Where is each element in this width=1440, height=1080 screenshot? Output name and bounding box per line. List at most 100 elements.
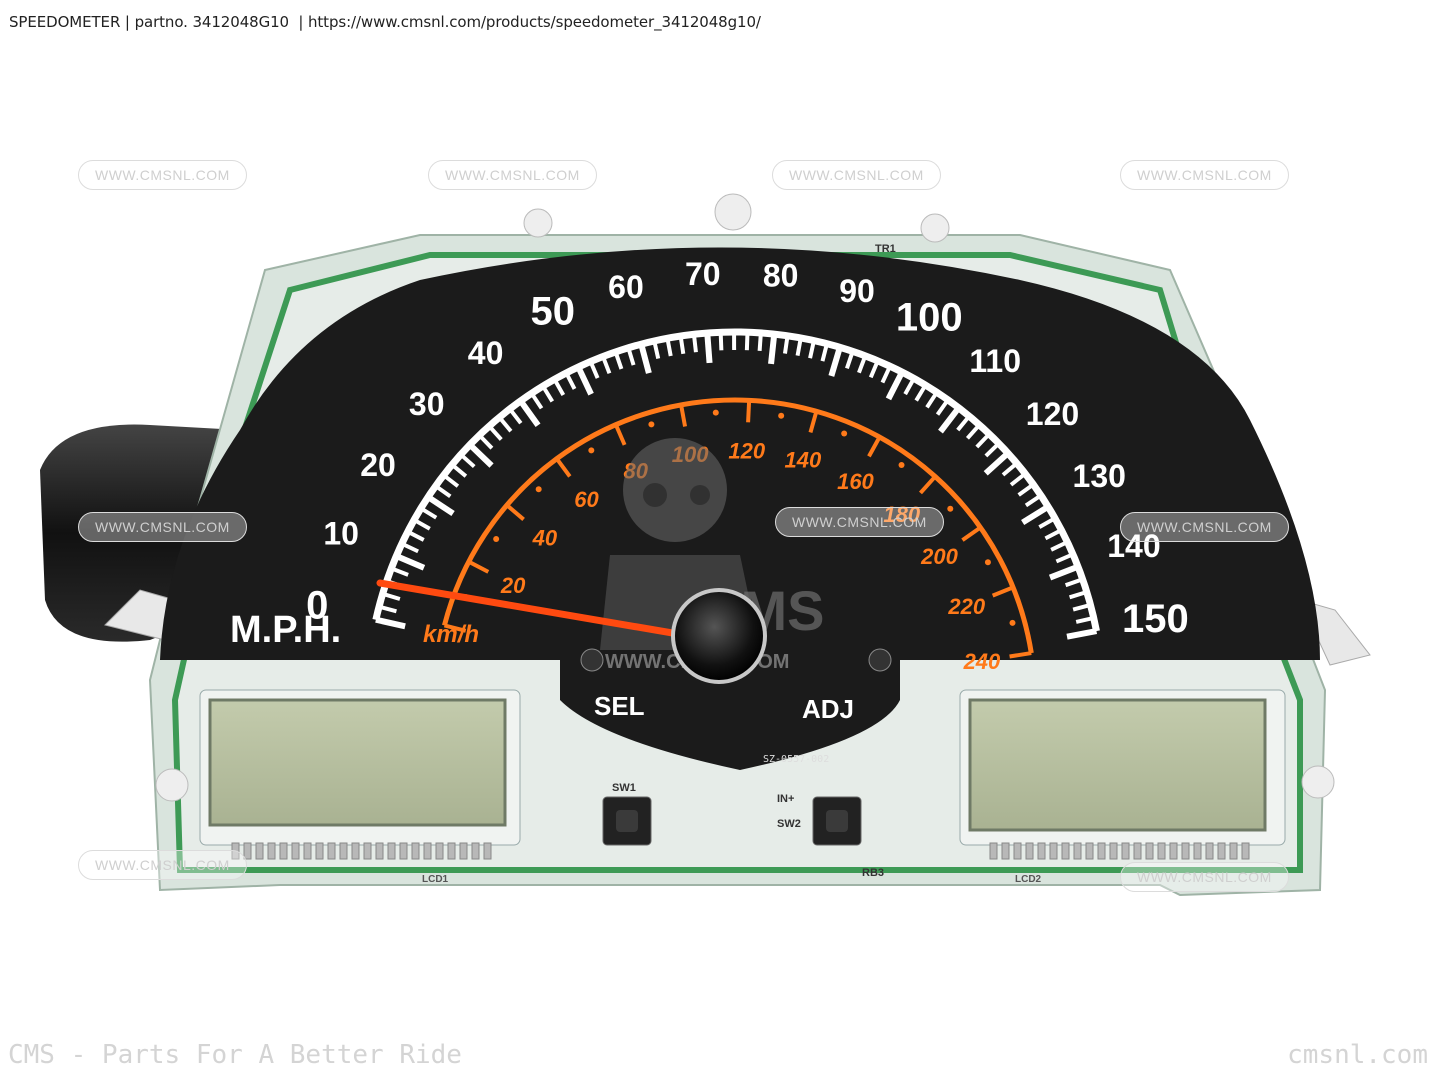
screw-right xyxy=(868,648,892,672)
mph-tick xyxy=(1009,472,1027,487)
mph-label: 110 xyxy=(969,343,1021,379)
kmh-label: 160 xyxy=(837,469,874,494)
lcd-pin xyxy=(387,842,396,860)
kmh-tick xyxy=(918,475,937,495)
label-sw2: SW2 xyxy=(777,818,801,830)
mph-label: 30 xyxy=(409,386,445,422)
mph-label: 60 xyxy=(608,269,644,305)
kmh-tick xyxy=(679,404,688,427)
mph-tick xyxy=(880,365,892,384)
lcd-pin xyxy=(1121,842,1130,860)
lcd-pin xyxy=(411,842,420,860)
label-sw1: SW1 xyxy=(612,782,636,794)
lcd-pin xyxy=(363,842,372,860)
kmh-dot xyxy=(1009,619,1016,626)
mph-tick xyxy=(1044,528,1063,541)
lcd-pin xyxy=(1061,842,1070,860)
lcd-pin xyxy=(267,842,276,860)
mph-tick xyxy=(718,332,724,351)
kmh-tick xyxy=(808,410,819,433)
mph-tick xyxy=(541,385,555,403)
kmh-tick xyxy=(443,623,467,633)
mph-tick xyxy=(1001,461,1019,477)
kmh-tick xyxy=(555,457,572,478)
watermark: WWW.CMSNL.COM xyxy=(1120,160,1289,190)
kmh-dot xyxy=(648,421,655,428)
kmh-dot xyxy=(535,486,542,493)
mph-tick xyxy=(442,473,460,488)
kmh-tick xyxy=(746,400,752,423)
mph-tick xyxy=(395,553,426,571)
mph-tick xyxy=(477,433,494,450)
mph-tick xyxy=(808,340,816,359)
mph-tick xyxy=(691,334,698,353)
mph-label: 0 xyxy=(306,584,328,628)
kmh-dot xyxy=(778,412,785,419)
header-partno: partno. 3412048G10 xyxy=(134,13,290,31)
label-in-plus: IN+ xyxy=(777,793,794,805)
mph-tick xyxy=(975,432,991,449)
kmh-tick xyxy=(1009,651,1032,659)
lcd-pin xyxy=(279,842,288,860)
mph-tick xyxy=(983,450,1010,476)
mph-tick xyxy=(1072,602,1092,612)
lcd-pin xyxy=(1145,842,1154,860)
kmh-tick xyxy=(505,503,525,521)
lcd-pin xyxy=(1025,842,1034,860)
lcd-pin xyxy=(291,842,300,860)
kmh-dot xyxy=(841,430,848,437)
footer-tagline: CMS - Parts For A Better Ride xyxy=(8,1040,462,1070)
mph-tick xyxy=(938,405,962,434)
mph-tick xyxy=(626,347,636,366)
mph-label: 70 xyxy=(685,256,721,292)
header-url[interactable]: https://www.cmsnl.com/products/speedomet… xyxy=(307,13,761,31)
mph-tick xyxy=(652,340,661,359)
label-lcd2: LCD2 xyxy=(1015,874,1042,885)
mph-tick xyxy=(613,351,624,370)
kmh-dot xyxy=(493,536,500,543)
mph-label: 90 xyxy=(839,273,875,309)
kmh-label: 20 xyxy=(500,573,526,598)
mph-tick xyxy=(497,416,513,433)
kmh-label: 220 xyxy=(947,594,985,619)
kmh-label: 200 xyxy=(920,544,958,569)
mph-tick xyxy=(1066,628,1098,640)
lcd-pin xyxy=(1133,842,1142,860)
mph-tick xyxy=(1064,577,1084,588)
kmh-dot xyxy=(984,559,991,566)
adj-label: ADJ xyxy=(802,694,854,724)
mph-tick xyxy=(820,343,829,362)
mph-tick xyxy=(665,337,673,357)
mph-tick xyxy=(1050,540,1069,552)
lcd-pin xyxy=(1109,842,1118,860)
watermark: WWW.CMSNL.COM xyxy=(1120,862,1289,892)
mph-tick xyxy=(845,350,855,370)
lcd-pin xyxy=(447,842,456,860)
kmh-dot xyxy=(947,505,954,512)
kmh-tick xyxy=(467,559,490,574)
mph-tick xyxy=(935,398,950,416)
mph-tick xyxy=(885,370,905,401)
label-tr1: TR1 xyxy=(875,243,896,255)
lcd-pin xyxy=(327,842,336,860)
mph-tick xyxy=(434,484,452,499)
part-code: SZ-0557-002 xyxy=(763,754,829,765)
mph-tick xyxy=(1075,615,1095,624)
mph-tick xyxy=(768,333,778,365)
lcd-pin xyxy=(989,842,998,860)
mph-tick xyxy=(984,441,1001,458)
kmh-label: 140 xyxy=(785,447,822,472)
lcd-pin xyxy=(1241,842,1250,860)
mph-tick xyxy=(704,332,713,364)
mph-tick xyxy=(426,494,455,517)
footer-site[interactable]: cmsnl.com xyxy=(1287,1040,1428,1070)
header-title: SPEEDOMETER xyxy=(9,13,121,31)
kmh-tick xyxy=(867,436,882,458)
mph-tick xyxy=(529,392,544,410)
mph-tick xyxy=(564,372,577,390)
mph-tick xyxy=(450,463,468,478)
kmh-label: 60 xyxy=(574,487,599,512)
mph-unit: M.P.H. xyxy=(230,609,341,651)
mph-tick xyxy=(508,407,523,425)
